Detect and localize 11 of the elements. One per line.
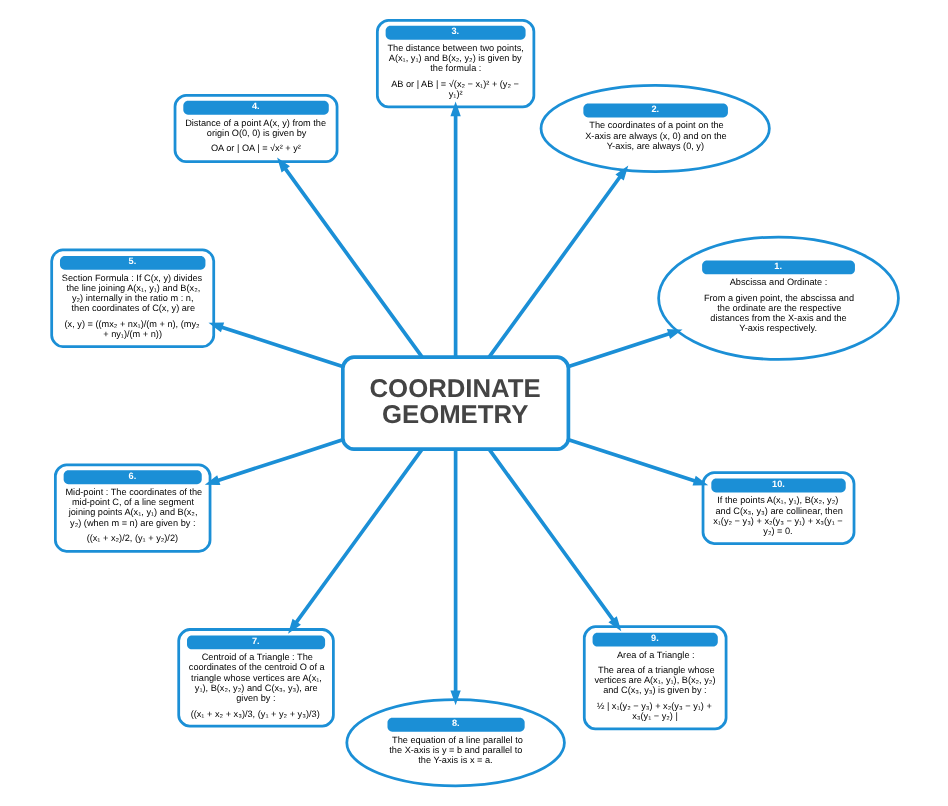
arrow [449,101,460,357]
arrow [567,438,708,486]
arrow [207,322,343,369]
arrow [203,438,343,486]
arrow [287,448,423,634]
arrow [566,329,682,369]
arrow [276,157,423,358]
arrow [486,448,621,632]
arrow [449,449,460,706]
arrow [486,165,628,358]
node-box: COORDINATE GEOMETRY [340,355,570,452]
